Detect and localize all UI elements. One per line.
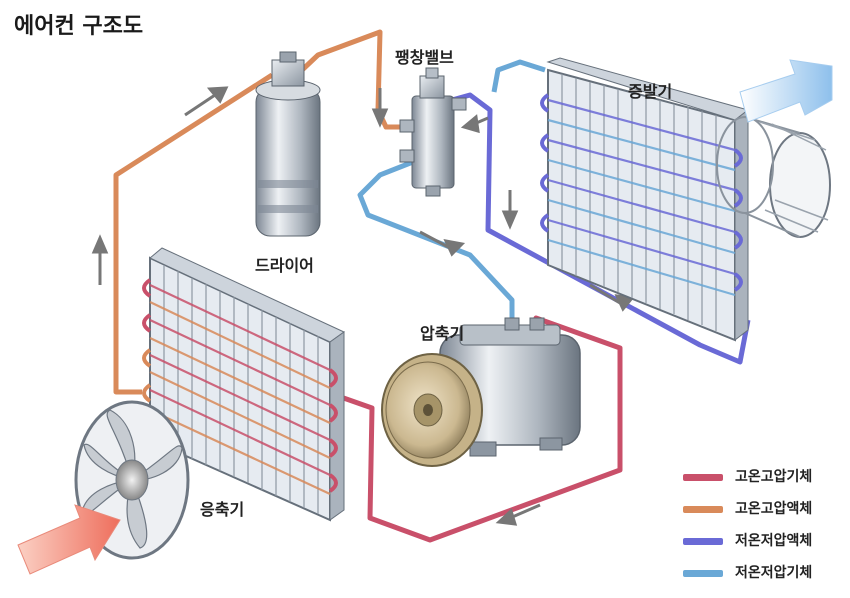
legend-swatch bbox=[683, 538, 723, 545]
compressor bbox=[381, 317, 581, 467]
legend-swatch bbox=[683, 570, 723, 577]
legend-swatch bbox=[683, 474, 723, 481]
pipe-cold-gas bbox=[357, 59, 546, 330]
legend-swatch bbox=[683, 506, 723, 513]
label-evaporator: 증발기 bbox=[628, 82, 673, 101]
legend-item: 저온저압액체 bbox=[683, 530, 843, 562]
condenser bbox=[142, 247, 345, 522]
flow-arrows bbox=[91, 86, 635, 526]
legend-item: 저온저압기체 bbox=[683, 562, 843, 594]
label-expansion-valve: 팽창밸브 bbox=[395, 48, 454, 67]
label-condenser: 응축기 bbox=[200, 500, 245, 519]
pipe-hot-gas bbox=[334, 315, 623, 543]
pipe-hot-liquid bbox=[113, 29, 418, 395]
drier bbox=[255, 51, 321, 237]
legend-item: 고온고압액체 bbox=[683, 498, 843, 530]
diagram-title: 에어컨 구조도 bbox=[14, 14, 144, 39]
airflow-in-arrow bbox=[17, 504, 121, 575]
legend-item: 고온고압기체 bbox=[683, 466, 843, 498]
label-drier: 드라이어 bbox=[255, 256, 314, 275]
legend-label: 저온저압액체 bbox=[735, 533, 813, 549]
label-compressor: 압축기 bbox=[420, 324, 465, 343]
legend-label: 저온저압기체 bbox=[735, 565, 813, 581]
evaporator bbox=[540, 57, 750, 342]
legend: 고온고압기체 고온고압액체 저온저압액체 저온저압기체 bbox=[683, 466, 843, 594]
airflow-out-arrow bbox=[739, 59, 833, 123]
evaporator-blower bbox=[716, 116, 831, 238]
pipe-cold-liquid bbox=[451, 92, 751, 365]
legend-label: 고온고압액체 bbox=[735, 501, 813, 517]
legend-label: 고온고압기체 bbox=[735, 469, 813, 485]
expansion-valve bbox=[399, 67, 467, 197]
